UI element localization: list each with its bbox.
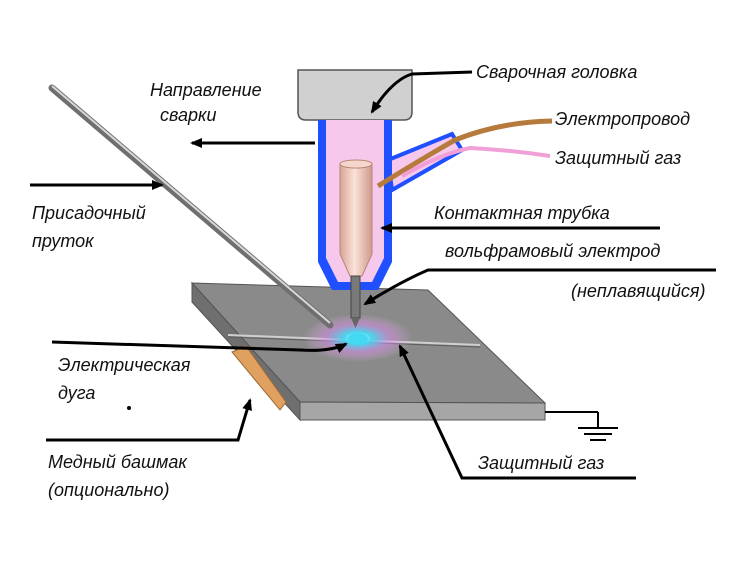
label-power-cable: Электропровод [555, 109, 691, 129]
label-shield-gas-bottom: Защитный газ [478, 453, 605, 473]
label-direction-line2: сварки [160, 105, 217, 125]
welding-head-cap [297, 69, 413, 121]
label-copper-line2: (опционально) [48, 480, 170, 500]
label-shield-gas-top: Защитный газ [555, 148, 682, 168]
leader-copper-shoe [46, 398, 252, 442]
label-filler-line2: пруток [32, 231, 94, 251]
label-copper-line1: Медный башмак [48, 452, 187, 472]
leader-tungsten [363, 268, 716, 306]
label-tungsten-line1: вольфрамовый электрод [445, 241, 661, 261]
leader-shield-gas [398, 344, 636, 480]
label-filler-line1: Присадочный [32, 203, 146, 223]
ground-symbol-icon [545, 411, 618, 441]
label-tungsten-line2: (неплавящийся) [571, 281, 706, 301]
electric-arc [348, 333, 368, 345]
tungsten-electrode [350, 275, 361, 319]
label-direction-line1: Направление [150, 80, 262, 100]
label-contact-tube: Контактная трубка [434, 203, 610, 223]
leader-lines [30, 70, 716, 480]
contact-tube [339, 163, 373, 277]
label-arc-line2: дуга [58, 383, 96, 403]
shield-gas-hose-line [400, 145, 551, 178]
plate-front-face [299, 401, 546, 421]
filler-rod [48, 84, 334, 329]
leader-arc [51, 340, 348, 353]
label-welding-head: Сварочная головка [476, 62, 638, 82]
label-arc-line1: Электрическая [58, 355, 191, 375]
stray-dot [127, 406, 131, 410]
power-cable-line [376, 118, 553, 189]
leader-welding-head [370, 70, 473, 114]
